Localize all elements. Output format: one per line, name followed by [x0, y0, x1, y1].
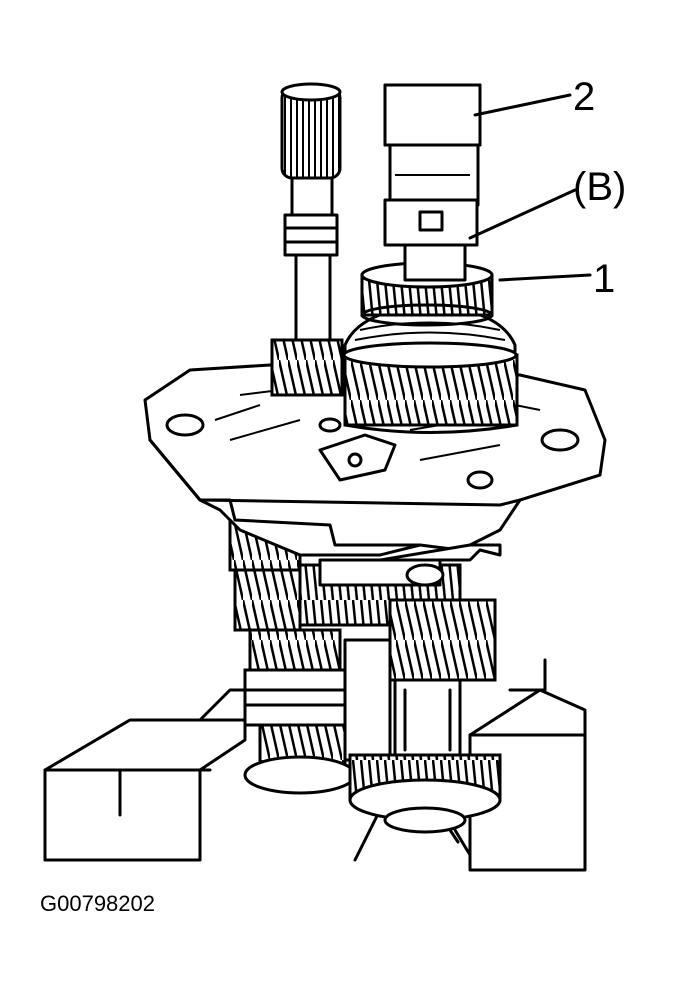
callout-label-1: 1	[593, 257, 615, 301]
callout-label-b: (B)	[573, 165, 626, 209]
support-blocks	[43, 658, 587, 872]
leader-1	[498, 273, 592, 282]
figure-id-caption: G00798202	[40, 891, 155, 916]
lower-gear-cluster	[228, 518, 502, 834]
input-shaft	[270, 82, 344, 397]
leader-lines	[468, 93, 592, 282]
main-gear-stack	[342, 303, 519, 434]
press-tool-item-2	[383, 83, 482, 282]
callout-label-2: 2	[573, 75, 595, 119]
leader-2	[473, 93, 572, 117]
leader-b	[468, 188, 577, 240]
